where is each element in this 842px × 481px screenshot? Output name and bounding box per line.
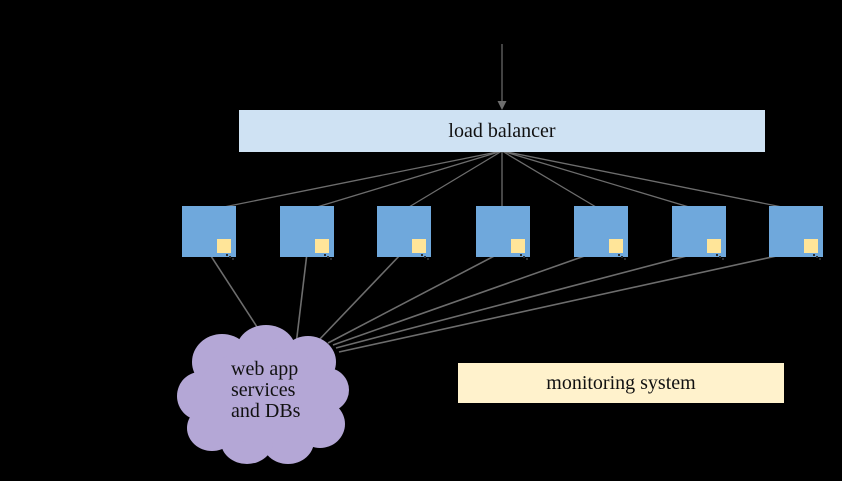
server-chip-icon [609, 239, 623, 256]
monitoring-system-label: monitoring system [546, 371, 696, 394]
server-node [182, 206, 236, 257]
monitoring-system-node: monitoring system [458, 363, 784, 403]
server-chip-icon [707, 239, 721, 256]
load-balancer-node: load balancer [239, 110, 765, 152]
server-node [476, 206, 530, 257]
incoming-arrow [497, 44, 507, 110]
server-chip-icon [315, 239, 329, 256]
server-chip-icon [511, 239, 525, 256]
server-node [280, 206, 334, 257]
server-chip-icon [412, 239, 426, 256]
lb-to-server-links [208, 150, 798, 211]
cloud-shape [177, 325, 349, 464]
server-to-cloud-links [208, 252, 791, 353]
load-balancer-label: load balancer [448, 119, 556, 142]
server-chip-icon [217, 239, 231, 256]
cloud-label-line: web app [231, 358, 299, 380]
cloud-label-line: services [231, 379, 296, 401]
cloud-label: web app services and DBs [231, 359, 300, 422]
server-node [377, 206, 431, 257]
cloud-label-line: and DBs [231, 400, 301, 422]
server-node [672, 206, 726, 257]
server-chip-icon [804, 239, 818, 256]
server-node [574, 206, 628, 257]
server-node [769, 206, 823, 257]
arrowhead-icon [497, 101, 507, 110]
